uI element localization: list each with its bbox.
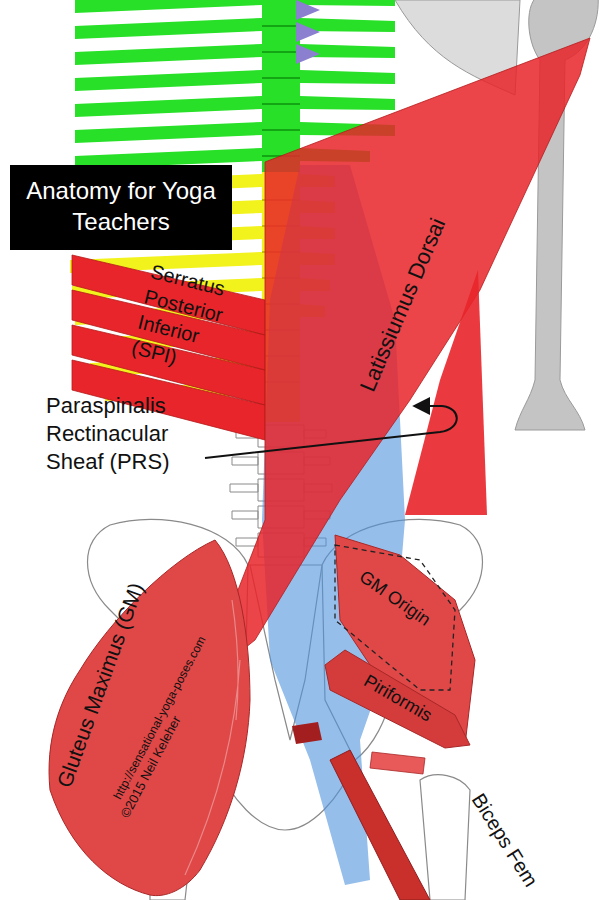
- spinous-processes: [296, 0, 320, 64]
- muscle-label: Piriformis: [360, 670, 436, 727]
- muscle-label: GM Origin: [355, 565, 435, 630]
- upper-ribs: [75, 0, 262, 169]
- muscle-label: Biceps Fem: [467, 789, 543, 891]
- piriformis: [325, 650, 470, 748]
- gluteus-origin: [335, 535, 475, 745]
- gluteus-maximus: [49, 540, 250, 896]
- biceps-femoris: [330, 750, 430, 900]
- structure-label: Paraspinalis Rectinacular Sheaf (PRS): [46, 392, 216, 476]
- thoracic-spine-upper: [262, 0, 300, 172]
- muscle-label: Serratus Posterior Inferior (SPI): [129, 258, 261, 386]
- watermark-url: http://sensational-yoga-poses.com: [110, 634, 209, 802]
- right-femur: [420, 775, 470, 900]
- leader-arrow: [205, 406, 457, 458]
- origin-outline: [335, 545, 455, 690]
- lateral-muscle-slip: [405, 270, 487, 515]
- small-hip-muscle: [292, 722, 322, 744]
- muscle-label: Latissiumus Dorsai: [355, 214, 452, 395]
- gemellus: [370, 752, 425, 774]
- vertebra-lines: [262, 26, 300, 156]
- box-heading: Anatomy for Yoga Teachers: [26, 175, 216, 237]
- title-box: Anatomy for Yoga Teachers: [10, 165, 232, 250]
